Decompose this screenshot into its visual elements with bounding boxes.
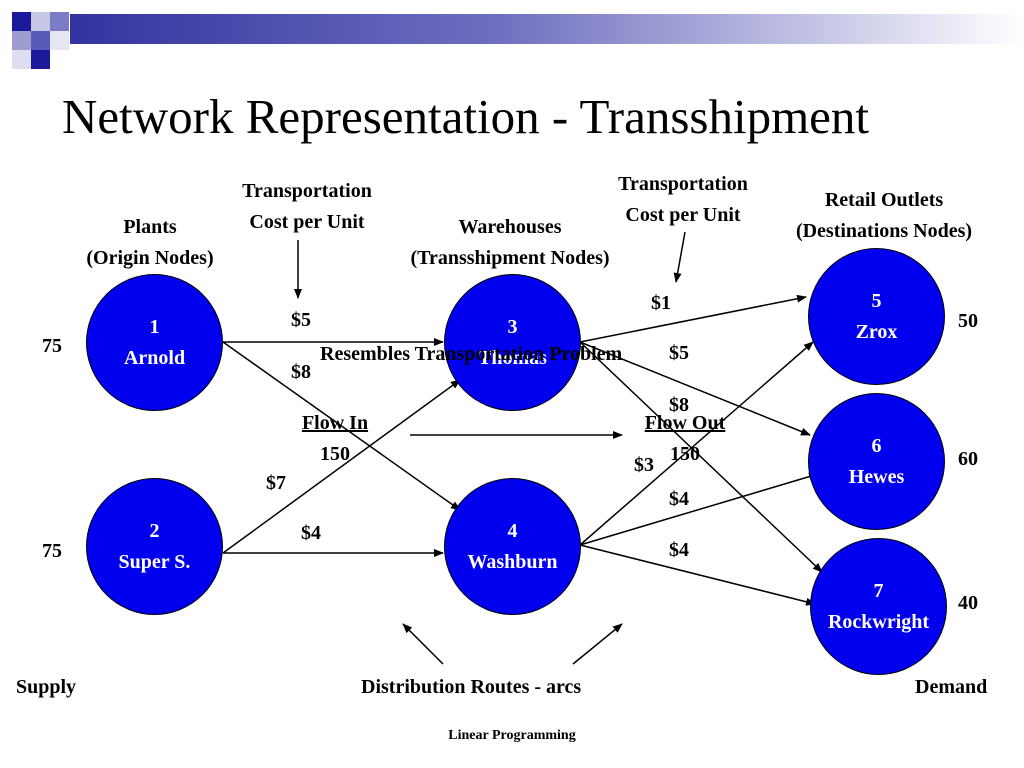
page-title: Network Representation - Transshipment [62, 89, 870, 144]
header-banner [70, 14, 1024, 44]
arc-1-4 [222, 341, 461, 511]
cost-2-4: $4 [301, 522, 321, 544]
corner-square [31, 50, 50, 69]
cost-4-7: $4 [669, 539, 689, 561]
flow-out: Flow Out 150 [644, 412, 726, 465]
corner-square [31, 31, 50, 50]
arc-4-5 [579, 341, 814, 546]
cost-1-4: $8 [291, 361, 311, 383]
retail-header: Retail Outlets (Destinations Nodes) [795, 189, 973, 242]
demand-5: 50 [958, 310, 978, 332]
corner-square [12, 50, 31, 69]
footer: Linear Programming [448, 728, 576, 743]
cost-3-5: $1 [651, 292, 671, 314]
arc-2-3 [222, 379, 461, 554]
arc-4-6 [579, 472, 819, 546]
demand-label: Demand [915, 676, 988, 698]
cost-1-3: $5 [291, 309, 311, 331]
arc-4-7 [579, 544, 816, 606]
supply-1: 75 [42, 335, 62, 357]
arc-3-6 [579, 341, 811, 436]
corner-square [50, 31, 69, 50]
cost-4-6: $4 [669, 488, 689, 510]
arrow-routes-right [572, 623, 623, 665]
corner-square [12, 12, 31, 31]
plants-header: Plants (Origin Nodes) [86, 216, 214, 269]
corner-square [31, 12, 50, 31]
cost-left-header: Transportation Cost per Unit [242, 180, 372, 233]
overlay-note: Resembles Transportation Problem [320, 343, 623, 365]
corner-square [50, 12, 69, 31]
cost-4-5: $3 [634, 454, 654, 476]
routes-label: Distribution Routes - arcs [361, 676, 582, 698]
arrow-routes-left [402, 623, 444, 665]
cost-3-7: $8 [669, 394, 689, 416]
warehouses-header: Warehouses (Transshipment Nodes) [410, 216, 610, 269]
supply-label: Supply [16, 676, 77, 698]
demand-7: 40 [958, 592, 978, 614]
arrow-cost-right [673, 231, 686, 283]
flow-in: Flow In 150 [301, 412, 369, 465]
cost-right-header: Transportation Cost per Unit [618, 173, 748, 226]
supply-2: 75 [42, 540, 62, 562]
arc-3-7 [579, 341, 823, 573]
cost-2-3: $7 [266, 472, 286, 494]
corner-square [12, 31, 31, 50]
cost-3-6: $5 [669, 342, 689, 364]
demand-6: 60 [958, 448, 978, 470]
arc-3-5 [579, 294, 807, 343]
